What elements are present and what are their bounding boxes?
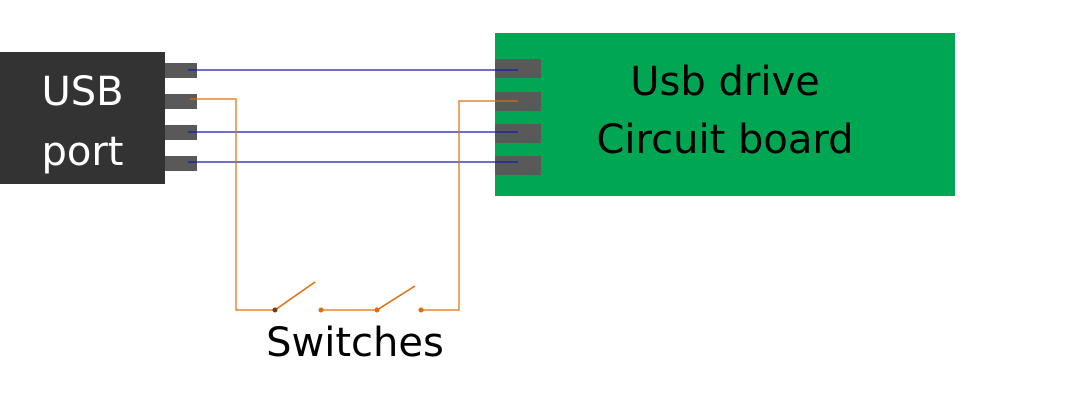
switch-2-lever <box>376 285 416 311</box>
usb-port-pin-2 <box>165 94 197 109</box>
usb-port-label: USB port <box>0 62 165 182</box>
switched-wire-right <box>421 100 518 311</box>
switch-1-contact-b <box>318 307 324 313</box>
switch-1-lever <box>274 281 316 311</box>
usb-port-pin-3 <box>165 125 197 140</box>
switch-2-contact-a <box>374 307 380 313</box>
usb-port-body <box>0 52 165 184</box>
usb-port-pin-1 <box>165 63 197 78</box>
circuit-board-label-line-2: Circuit board <box>596 117 854 163</box>
circuit-board <box>495 33 955 196</box>
switch-1-contact-a <box>272 307 278 313</box>
usb-port-pin-4 <box>165 156 197 171</box>
circuit-board-label: Usb drive Circuit board <box>495 53 955 169</box>
board-pin-1 <box>495 59 541 78</box>
circuit-board-label-line-1: Usb drive <box>630 59 820 105</box>
switched-wire-left <box>190 98 275 311</box>
switch-1 <box>272 281 324 313</box>
usb-port-label-line-1: USB <box>41 69 124 115</box>
board-pin-3 <box>495 124 541 143</box>
usb-port-label-line-2: port <box>41 129 124 175</box>
board-pin-4 <box>495 156 541 175</box>
switch-2 <box>374 285 424 313</box>
switch-2-contact-b <box>418 307 424 313</box>
switches-label: Switches <box>266 320 444 366</box>
